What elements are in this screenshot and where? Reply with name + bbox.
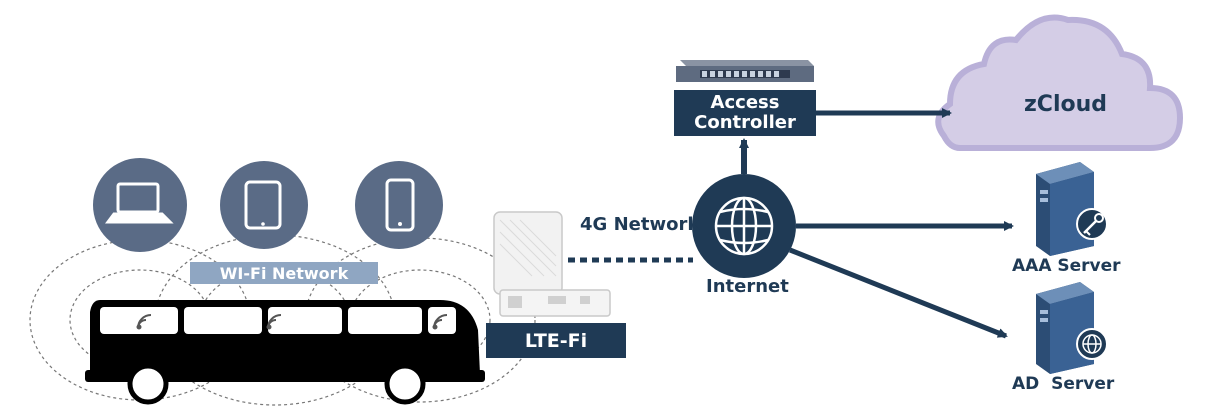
ad-server-icon (1036, 282, 1108, 374)
cloud-icon (935, 14, 1184, 151)
access-controller-box (674, 90, 816, 136)
switch-icon (676, 60, 814, 82)
bus-icon (85, 300, 485, 405)
tablet-device (220, 161, 308, 249)
lte-fi-label: LTE-Fi (524, 329, 588, 352)
lte-fi-device-icon (493, 211, 611, 317)
arrow-internet-to-ad (789, 247, 1008, 339)
internet-label: Internet (706, 276, 789, 297)
access-controller-line2: Controller (694, 112, 796, 133)
globe-icon (1076, 328, 1108, 360)
aaa-server-label: AAA Server (1012, 256, 1121, 276)
4g-network-label: 4G Network (580, 214, 700, 235)
smartphone-icon (385, 178, 415, 232)
laptop-icon (105, 182, 174, 224)
aaa-server-icon (1036, 162, 1108, 256)
wifi-icon (136, 314, 448, 330)
tablet-icon (244, 180, 282, 230)
laptop-device (93, 158, 187, 252)
access-controller-line1: Access (710, 92, 780, 113)
globe-icon (714, 196, 774, 256)
lte-fi-label-bg (486, 323, 626, 358)
wifi-network-label-bg (190, 262, 378, 284)
internet-node (692, 174, 796, 278)
access-controller-label: Access Controller (674, 90, 816, 136)
key-icon (1076, 208, 1108, 240)
smartphone-device (355, 161, 443, 249)
zcloud-label: zCloud (1024, 92, 1108, 117)
ad-server-label: AD Server (1012, 374, 1115, 394)
wifi-network-label: WI-Fi Network (219, 263, 349, 283)
